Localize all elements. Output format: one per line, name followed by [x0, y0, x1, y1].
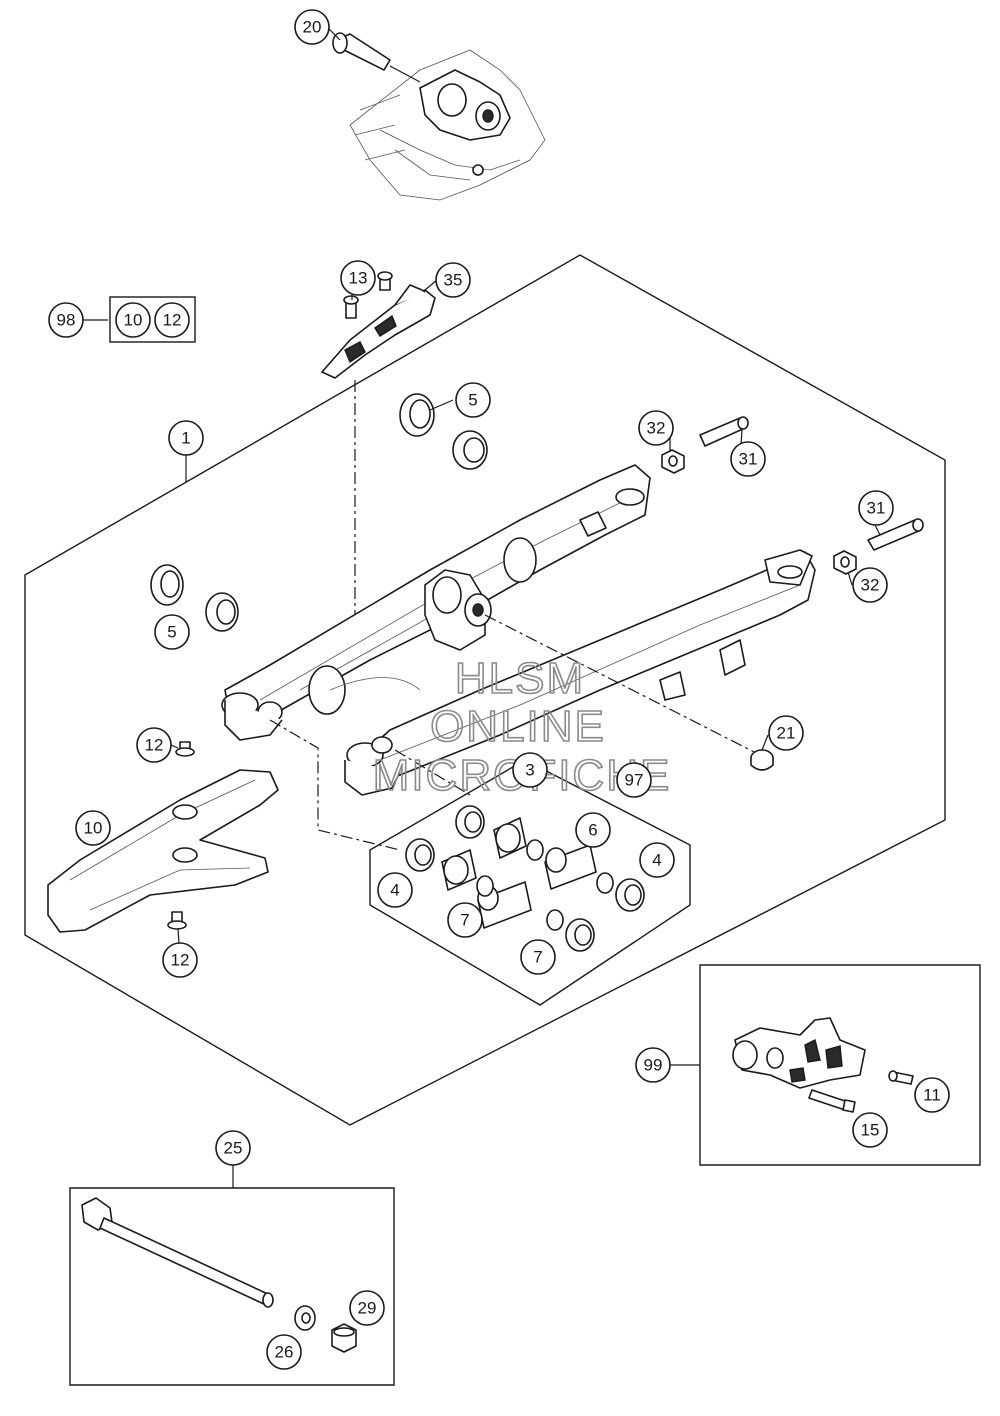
axle-washer: [294, 1305, 316, 1331]
callout-4-right[interactable]: 4: [639, 842, 675, 878]
svg-text:3: 3: [525, 761, 534, 780]
callout-31-upper[interactable]: 31: [730, 441, 766, 477]
svg-text:13: 13: [349, 269, 368, 288]
svg-text:32: 32: [647, 419, 666, 438]
svg-text:6: 6: [588, 821, 597, 840]
chain-sliding-guard: [47, 769, 279, 933]
chain-guide-bolt: [808, 1089, 856, 1113]
kit-outline-chain-guide: [699, 964, 981, 1166]
chain-guide: [732, 1017, 866, 1089]
kit-outline-main: [24, 254, 946, 1126]
svg-text:20: 20: [303, 18, 322, 37]
callout-35[interactable]: 35: [435, 262, 471, 298]
rubber-buffer: [750, 749, 774, 771]
pivot-axis-line-2: [394, 749, 471, 796]
callout-32-lower[interactable]: 32: [852, 567, 888, 603]
pivot-bolt: [332, 32, 421, 83]
svg-text:10: 10: [84, 819, 103, 838]
svg-text:98: 98: [57, 311, 76, 330]
swingarm-axle: [81, 1197, 274, 1308]
pivot-axis-line-1: [269, 719, 401, 851]
svg-text:4: 4: [390, 881, 399, 900]
callout-5-upper[interactable]: 5: [455, 382, 491, 418]
svg-text:25: 25: [224, 1139, 243, 1158]
callout-20[interactable]: 20: [294, 9, 330, 45]
callout-26[interactable]: 26: [266, 1334, 302, 1370]
callout-13[interactable]: 13: [340, 260, 376, 296]
pivot-axis-line-3: [484, 614, 761, 756]
svg-text:12: 12: [163, 311, 182, 330]
guard-screw-1: [175, 741, 195, 757]
bearing-kit-parts: [405, 805, 645, 952]
callout-21[interactable]: 21: [768, 715, 804, 751]
holder-screw-2: [377, 271, 393, 291]
callout-29[interactable]: 29: [349, 1290, 385, 1326]
watermark-line-2: ONLINE: [430, 702, 606, 751]
adjuster-bolt-2: [867, 518, 924, 551]
svg-text:99: 99: [644, 1056, 663, 1075]
svg-text:35: 35: [444, 271, 463, 290]
watermark: HLSM ONLINE MICROFICHE: [372, 653, 670, 801]
callout-32-upper[interactable]: 32: [638, 410, 674, 446]
chain-guide-screw: [888, 1070, 914, 1085]
guard-screw-2: [167, 911, 187, 930]
svg-text:26: 26: [275, 1343, 294, 1362]
adjuster-bolt-1: [699, 416, 749, 447]
frame-section: [349, 49, 546, 201]
callout-15[interactable]: 15: [852, 1112, 888, 1148]
bearing-seal-upper-2: [452, 430, 488, 470]
bearing-seal-upper-1: [399, 393, 435, 437]
callout-5-left[interactable]: 5: [154, 614, 190, 650]
svg-text:4: 4: [652, 851, 661, 870]
callout-98-part-12[interactable]: 12: [154, 302, 190, 338]
svg-text:5: 5: [468, 391, 477, 410]
svg-text:12: 12: [171, 951, 190, 970]
holder-screw-1: [343, 295, 359, 319]
callout-1[interactable]: 1: [168, 420, 204, 456]
swingarm: [221, 464, 816, 796]
svg-text:32: 32: [861, 576, 880, 595]
callout-4-left[interactable]: 4: [377, 872, 413, 908]
callout-25[interactable]: 25: [215, 1130, 251, 1166]
svg-text:12: 12: [145, 736, 164, 755]
svg-text:10: 10: [124, 311, 143, 330]
svg-text:7: 7: [533, 948, 542, 967]
adjuster-nut-2: [833, 550, 857, 575]
callout-10[interactable]: 10: [75, 810, 111, 846]
svg-text:7: 7: [460, 911, 469, 930]
bearing-seal-left-2: [205, 592, 239, 632]
callout-99[interactable]: 99: [635, 1047, 671, 1083]
callout-98-part-10[interactable]: 10: [115, 302, 151, 338]
svg-text:97: 97: [625, 771, 644, 790]
chain-guide-holder: [321, 284, 436, 379]
svg-text:11: 11: [923, 1086, 941, 1105]
callout-12-upper[interactable]: 12: [136, 727, 172, 763]
svg-text:31: 31: [867, 499, 886, 518]
bearing-seal-left-1: [150, 564, 184, 606]
callout-11[interactable]: 11: [914, 1077, 950, 1113]
callout-12-lower[interactable]: 12: [162, 942, 198, 978]
callout-97[interactable]: 97: [616, 762, 652, 798]
callout-7-lower[interactable]: 7: [520, 939, 556, 975]
kit-outline-axle: [69, 1187, 395, 1386]
callout-6[interactable]: 6: [575, 812, 611, 848]
callout-7-upper[interactable]: 7: [447, 902, 483, 938]
adjuster-nut-1: [661, 449, 685, 474]
svg-text:21: 21: [777, 724, 796, 743]
svg-text:15: 15: [861, 1121, 880, 1140]
axle-nut: [331, 1323, 357, 1353]
svg-text:29: 29: [358, 1299, 377, 1318]
svg-text:1: 1: [181, 429, 190, 448]
callout-3[interactable]: 3: [512, 752, 548, 788]
callout-31-lower[interactable]: 31: [858, 490, 894, 526]
svg-text:5: 5: [167, 623, 176, 642]
callout-98[interactable]: 98: [48, 302, 84, 338]
watermark-line-1: HLSM: [455, 654, 585, 703]
svg-text:31: 31: [739, 450, 758, 469]
